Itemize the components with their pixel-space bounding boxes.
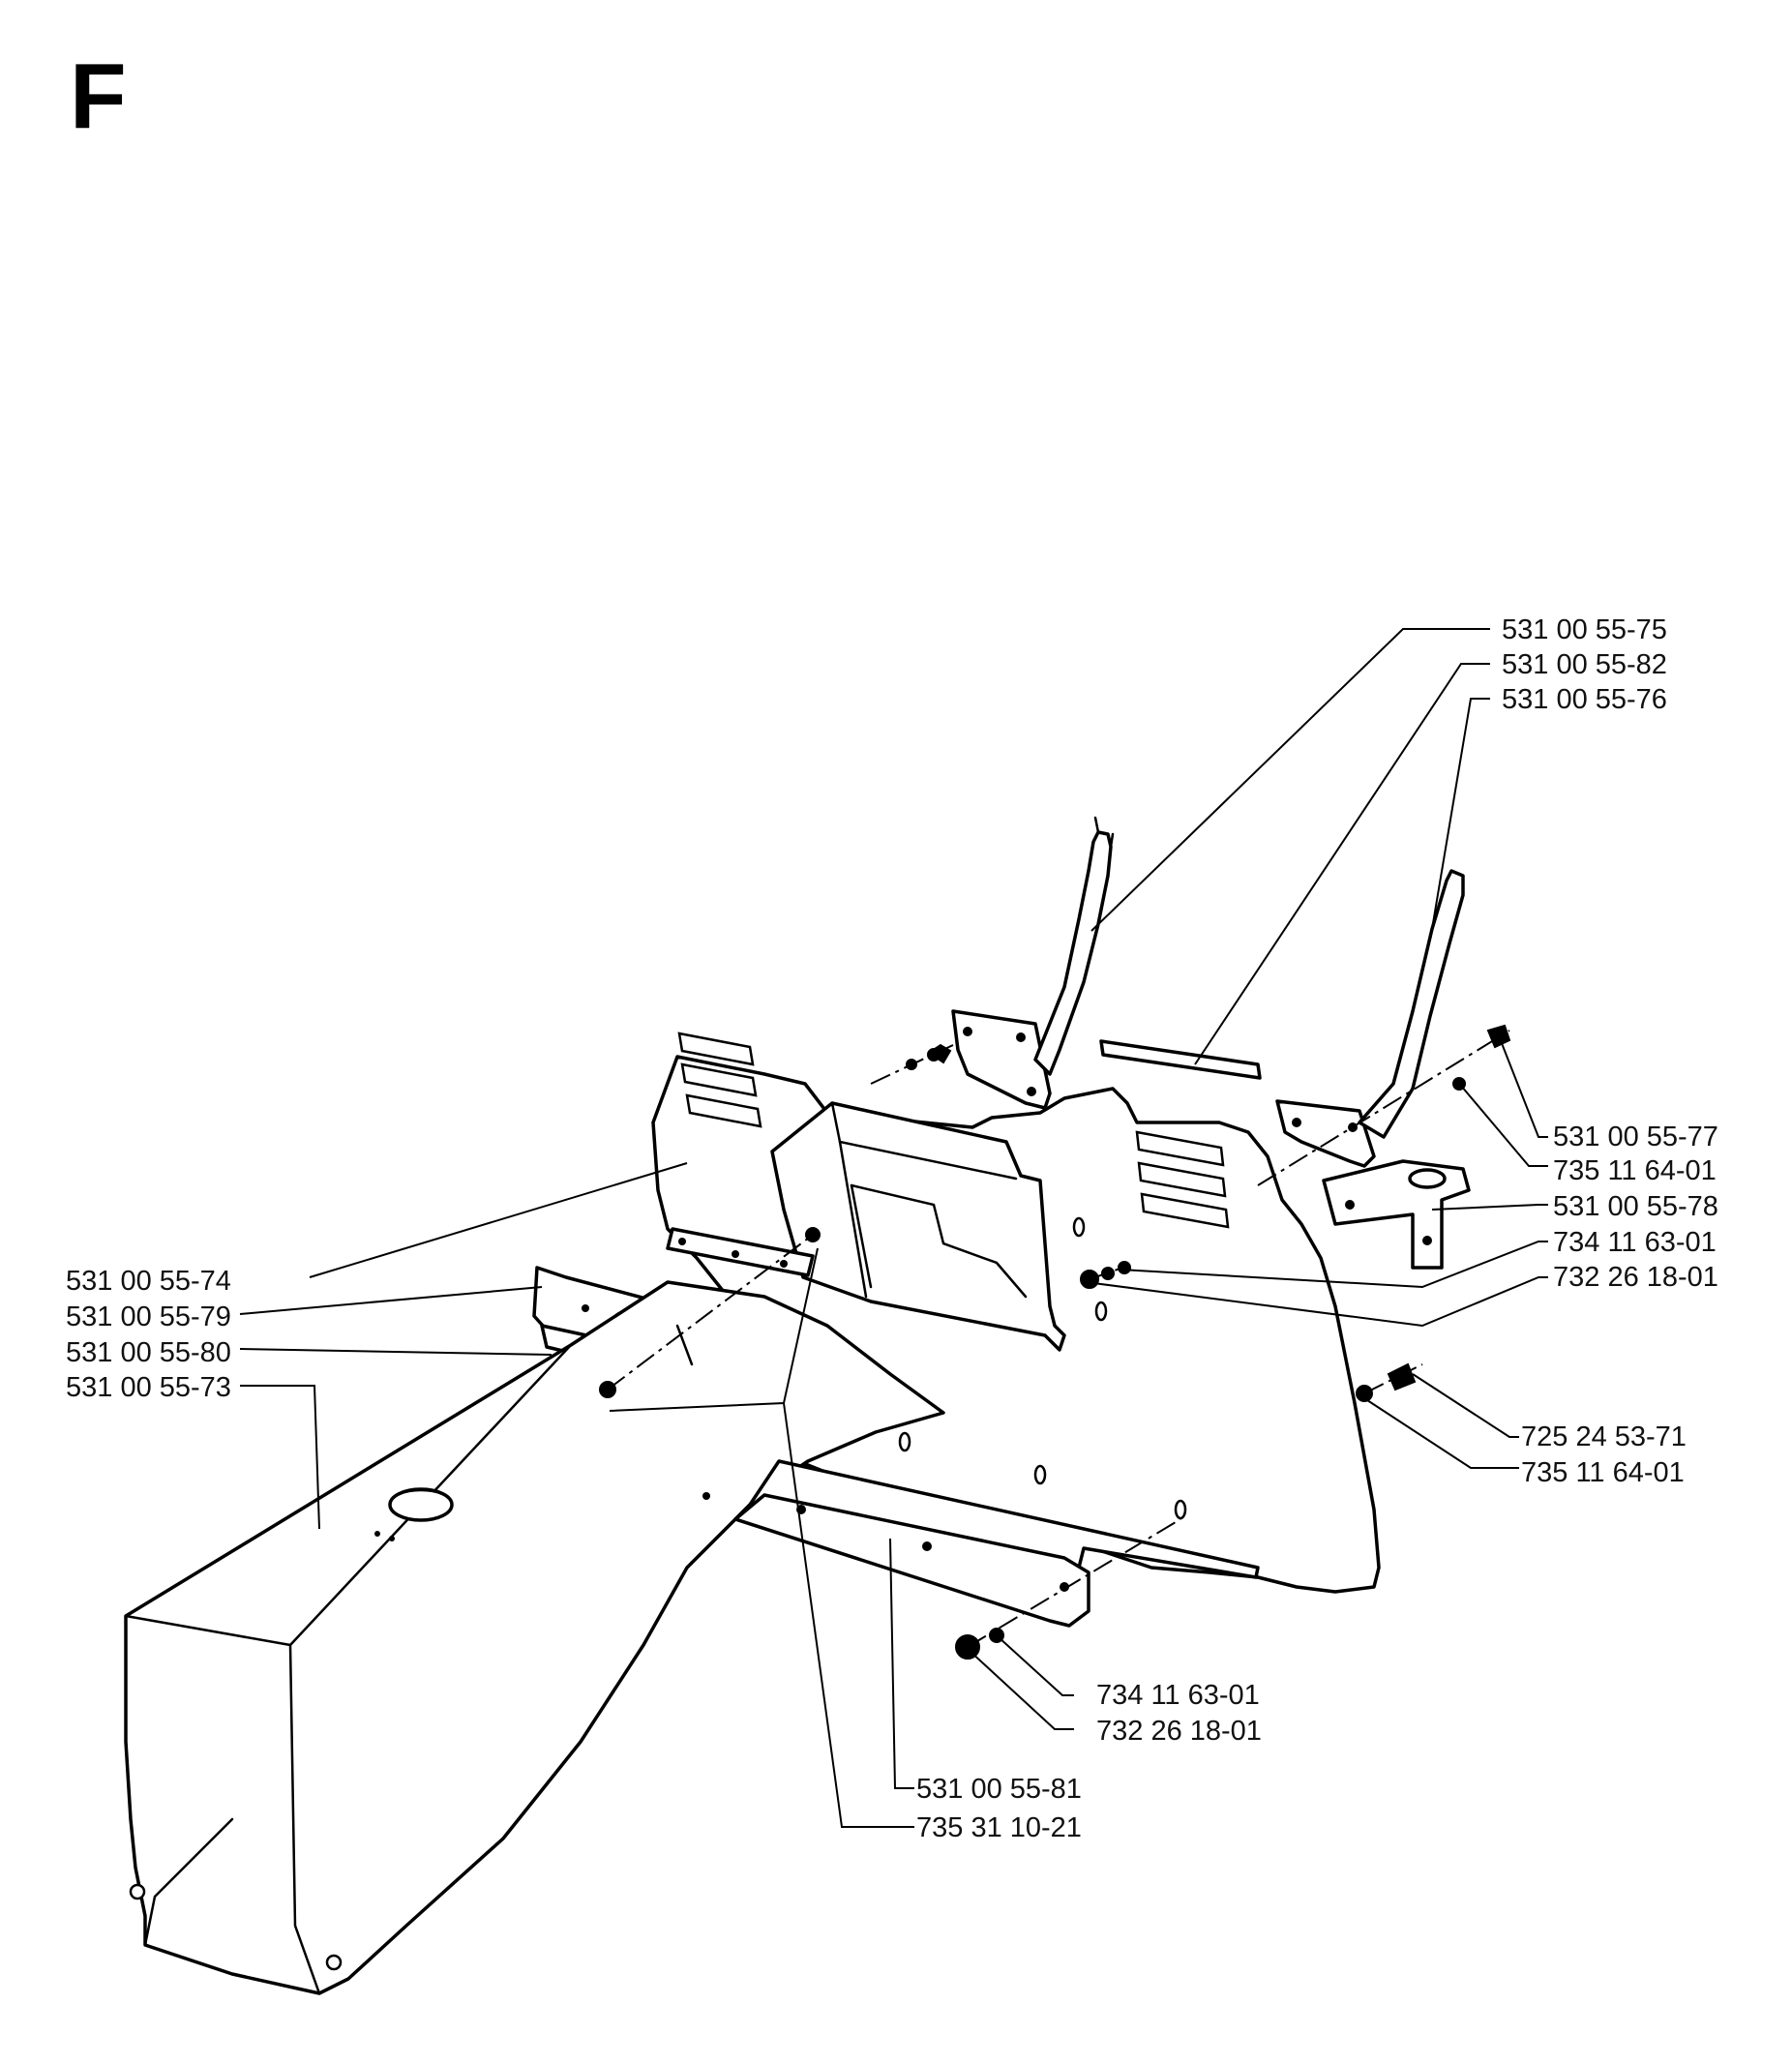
callout-725-24-53-71: 725 24 53-71 bbox=[1521, 1421, 1687, 1452]
rod bbox=[1099, 1039, 1262, 1080]
assembly-axes bbox=[607, 1030, 1510, 1648]
right-handle-arm bbox=[1358, 869, 1465, 1139]
leader-lines bbox=[239, 628, 1548, 1828]
section-letter: F bbox=[70, 45, 127, 148]
main-housing bbox=[124, 1280, 945, 1995]
left-handle-arm bbox=[1033, 830, 1113, 1076]
panel-louvers-left bbox=[677, 1032, 762, 1128]
callout-732-26-18-01-top: 732 26 18-01 bbox=[1553, 1262, 1718, 1293]
right-handle-bracket bbox=[1275, 1099, 1376, 1168]
callout-735-11-64-01-top: 735 11 64-01 bbox=[1553, 1155, 1717, 1186]
callout-531-00-55-80: 531 00 55-80 bbox=[66, 1337, 231, 1368]
callout-531-00-55-81: 531 00 55-81 bbox=[916, 1774, 1082, 1805]
callout-531-00-55-79: 531 00 55-79 bbox=[66, 1301, 231, 1332]
callout-735-11-64-01-right: 735 11 64-01 bbox=[1521, 1457, 1685, 1488]
callout-531-00-55-82: 531 00 55-82 bbox=[1502, 649, 1667, 680]
callout-531-00-55-73: 531 00 55-73 bbox=[66, 1372, 231, 1403]
panel-louvers-right bbox=[1135, 1130, 1230, 1229]
side-flange-upper bbox=[666, 1227, 815, 1277]
panel-slot-holes bbox=[898, 1216, 1187, 1520]
callout-732-26-18-01-bottom: 732 26 18-01 bbox=[1096, 1716, 1262, 1747]
callout-734-11-63-01-top: 734 11 63-01 bbox=[1553, 1227, 1717, 1258]
callout-531-00-55-74: 531 00 55-74 bbox=[66, 1266, 231, 1297]
callout-735-31-10-21: 735 31 10-21 bbox=[916, 1812, 1082, 1843]
center-duct bbox=[770, 1101, 1066, 1352]
callout-531-00-55-75: 531 00 55-75 bbox=[1502, 614, 1667, 645]
callout-734-11-63-01-bottom: 734 11 63-01 bbox=[1096, 1680, 1260, 1711]
callout-531-00-55-78: 531 00 55-78 bbox=[1553, 1191, 1718, 1222]
bottom-rail-lower bbox=[733, 1493, 1090, 1628]
callout-531-00-55-77: 531 00 55-77 bbox=[1553, 1122, 1718, 1152]
hardware-fasteners bbox=[599, 1024, 1511, 1660]
callout-531-00-55-76: 531 00 55-76 bbox=[1502, 684, 1667, 715]
left-handle-bracket bbox=[951, 1009, 1052, 1110]
pivot-bracket bbox=[1322, 1159, 1471, 1270]
